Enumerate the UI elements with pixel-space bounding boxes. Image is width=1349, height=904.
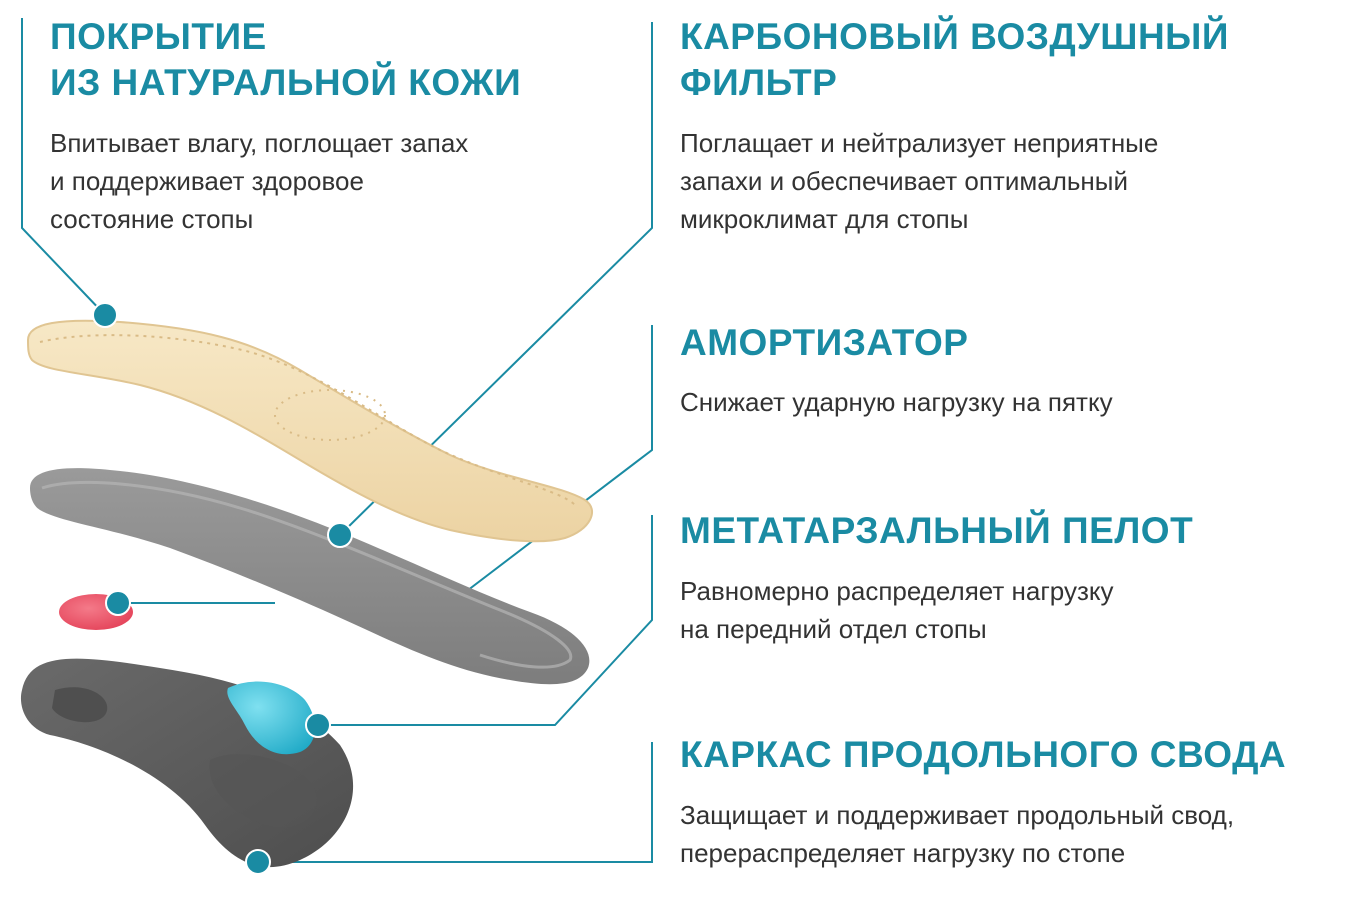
title-line: АМОРТИЗАТОР (680, 322, 969, 363)
arch-frame-description: Защищает и поддерживает продольный свод,… (680, 796, 1234, 872)
leader-line-frame (258, 742, 653, 863)
leader-lines (21, 18, 653, 863)
title-line: ПОКРЫТИЕ (50, 16, 267, 57)
carbon-filter-title: КАРБОНОВЫЙ ВОЗДУШНЫЙ ФИЛЬТР (680, 14, 1229, 106)
leader-line-pelot (318, 515, 653, 726)
metatarsal-pelot-description: Равномерно распределяет нагрузку на пере… (680, 572, 1114, 648)
title-line: КАРКАС ПРОДОЛЬНОГО СВОДА (680, 734, 1287, 775)
marker-dot-pelot-cyan (305, 712, 331, 738)
desc-line: и поддерживает здоровое (50, 166, 364, 196)
desc-line: Впитывает влагу, поглощает запах (50, 128, 469, 158)
marker-dot-leather (92, 302, 118, 328)
shock-absorber-title: АМОРТИЗАТОР (680, 320, 968, 366)
desc-line: Защищает и поддерживает продольный свод, (680, 800, 1235, 830)
title-line: МЕТАТАРЗАЛЬНЫЙ ПЕЛОТ (680, 510, 1194, 551)
marker-dot-pelot-red (105, 590, 131, 616)
leader-line-shock (454, 325, 653, 601)
desc-line: на передний отдел стопы (680, 614, 987, 644)
carbon-filter-description: Поглащает и нейтрализует неприятные запа… (680, 124, 1158, 238)
leather-cover-layer (26, 319, 594, 543)
desc-line: состояние стопы (50, 204, 254, 234)
leather-cover-title: ПОКРЫТИЕ ИЗ НАТУРАЛЬНОЙ КОЖИ (50, 14, 521, 106)
desc-line: перераспределяет нагрузку по стопе (680, 838, 1126, 868)
title-line: ФИЛЬТР (680, 62, 838, 103)
desc-line: микроклимат для стопы (680, 204, 969, 234)
leader-line-leather (21, 18, 106, 316)
metatarsal-pelot-title: МЕТАТАРЗАЛЬНЫЙ ПЕЛОТ (680, 508, 1193, 554)
title-line: ИЗ НАТУРАЛЬНОЙ КОЖИ (50, 62, 522, 103)
desc-line: Равномерно распределяет нагрузку (680, 576, 1114, 606)
title-line: КАРБОНОВЫЙ ВОЗДУШНЫЙ (680, 16, 1229, 57)
marker-dot-carbon (327, 522, 353, 548)
leader-line-carbon (339, 22, 653, 536)
desc-line: Поглащает и нейтрализует неприятные (680, 128, 1159, 158)
arch-frame-layer (20, 658, 354, 868)
leather-cover-description: Впитывает влагу, поглощает запах и подде… (50, 124, 468, 238)
desc-line: запахи и обеспечивает оптимальный (680, 166, 1128, 196)
marker-dots (92, 302, 353, 875)
marker-dot-frame (245, 849, 271, 875)
arch-frame-title: КАРКАС ПРОДОЛЬНОГО СВОДА (680, 732, 1286, 778)
shock-absorber-description: Снижает ударную нагрузку на пятку (680, 383, 1113, 421)
shock-absorber-layer (30, 468, 590, 685)
desc-line: Снижает ударную нагрузку на пятку (680, 387, 1113, 417)
